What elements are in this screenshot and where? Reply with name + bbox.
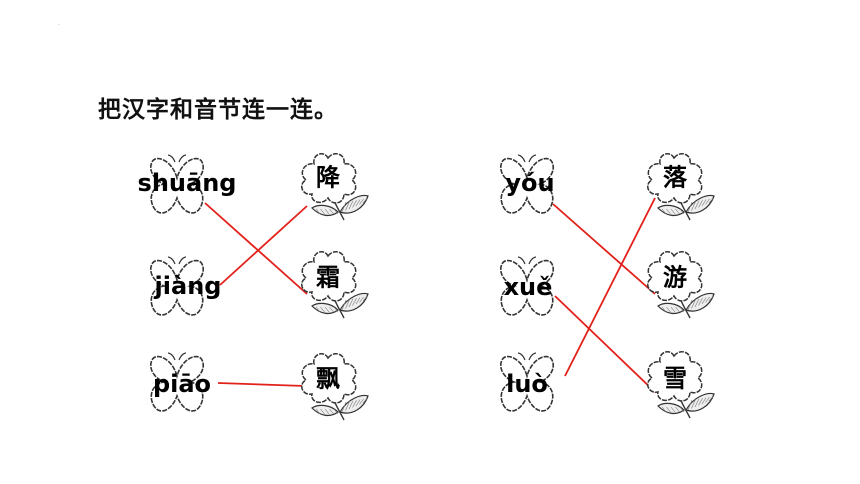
butterfly-outline: [149, 256, 205, 316]
flower-icon: [642, 152, 716, 222]
flower-icon: [296, 250, 370, 320]
butterfly-icon: [496, 256, 558, 322]
butterfly-icon: [496, 154, 558, 220]
connection-line: [552, 203, 656, 295]
pinyin-jiang[interactable]: jiàng: [154, 272, 222, 300]
hanzi-shuang[interactable]: 霜: [316, 263, 340, 292]
flower-outline: [647, 351, 715, 419]
flower-icon: [296, 152, 370, 222]
flower-icon: [642, 350, 716, 420]
pinyin-luo[interactable]: luò: [506, 370, 548, 398]
connection-line: [554, 295, 656, 393]
pinyin-shuang[interactable]: shuāng: [137, 169, 237, 197]
butterfly-icon: [496, 352, 558, 418]
hanzi-piao[interactable]: 飘: [316, 364, 340, 393]
corner-mark: .: [58, 20, 60, 27]
flower-outline: [647, 153, 715, 221]
butterfly-icon: [146, 352, 208, 418]
butterfly-outline: [499, 154, 555, 214]
instruction-title: 把汉字和音节连一连。: [98, 97, 338, 123]
connection-line: [204, 202, 308, 295]
hanzi-jiang[interactable]: 降: [316, 163, 340, 192]
hanzi-luo[interactable]: 落: [663, 163, 687, 192]
flower-outline: [301, 251, 369, 319]
pinyin-piao[interactable]: piāo: [152, 370, 212, 398]
pinyin-xue[interactable]: xuě: [503, 273, 553, 301]
pinyin-you[interactable]: yóu: [505, 169, 555, 197]
butterfly-outline: [499, 352, 555, 412]
flower-icon: [642, 250, 716, 320]
flower-icon: [296, 352, 370, 422]
connection-line: [219, 205, 308, 286]
butterfly-outline: [149, 352, 205, 412]
flower-outline: [301, 153, 369, 221]
butterfly-icon: [146, 256, 208, 322]
hanzi-you[interactable]: 游: [663, 263, 687, 292]
connection-line: [564, 197, 656, 377]
connection-line: [217, 382, 306, 387]
butterfly-outline: [149, 154, 205, 214]
butterfly-icon: [146, 154, 208, 220]
butterfly-outline: [499, 256, 555, 316]
flower-outline: [647, 251, 715, 319]
flower-outline: [301, 353, 369, 421]
hanzi-xue[interactable]: 雪: [663, 364, 687, 393]
